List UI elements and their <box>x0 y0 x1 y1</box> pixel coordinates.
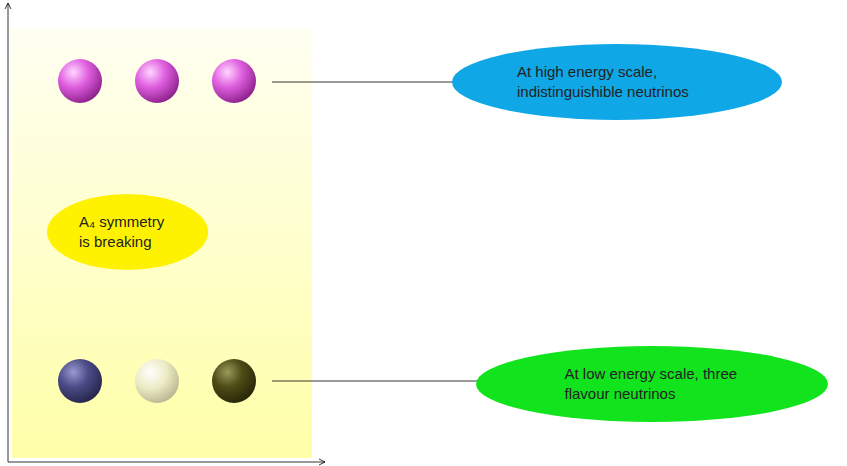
node-label: A₄ symmetry is breaking <box>79 212 177 252</box>
low-energy-ellipse: At low energy scale, three flavour neutr… <box>476 346 828 422</box>
leader-line <box>272 381 478 382</box>
node-label: At high energy scale, indistinguishible … <box>517 62 717 102</box>
neutrino-sphere <box>212 59 256 103</box>
leader-line <box>272 82 454 83</box>
ellipse-shape <box>452 44 782 120</box>
node-label: At low energy scale, three flavour neutr… <box>565 364 740 404</box>
neutrino-sphere <box>58 359 102 403</box>
neutrino-sphere <box>135 359 179 403</box>
energy-band <box>12 28 312 458</box>
symmetry-ellipse: A₄ symmetry is breaking <box>47 194 208 270</box>
horizontal-axis <box>8 462 325 463</box>
neutrino-sphere <box>58 59 102 103</box>
ellipse-fill <box>476 346 828 422</box>
ellipse-shape <box>47 194 208 270</box>
ellipse-fill <box>452 44 782 120</box>
ellipse-shape <box>476 346 828 422</box>
neutrino-sphere <box>212 359 256 403</box>
energy-axis <box>8 3 9 462</box>
ellipse-fill <box>47 194 208 270</box>
neutrino-sphere <box>135 59 179 103</box>
high-energy-ellipse: At high energy scale, indistinguishible … <box>452 44 782 120</box>
